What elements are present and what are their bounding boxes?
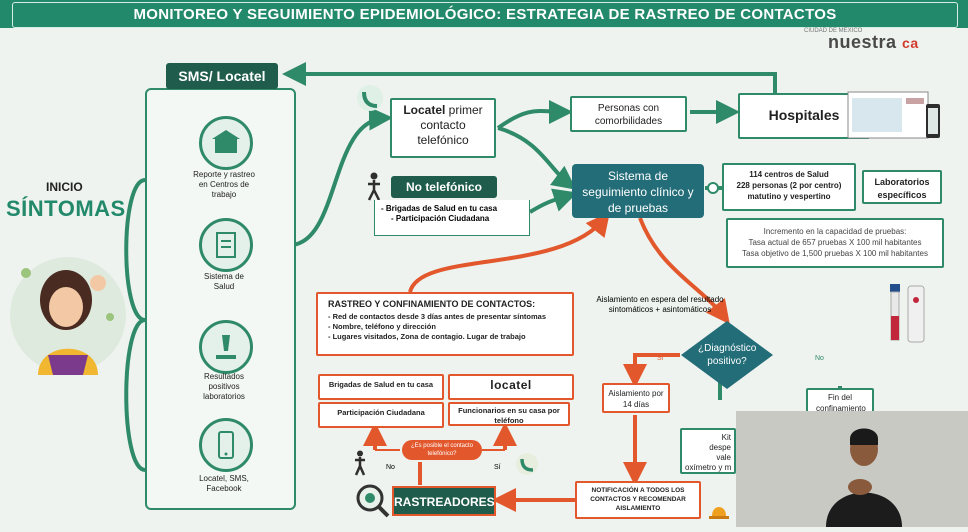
kit-line: despe [709,443,731,452]
walking-person-icon [350,450,370,476]
centros-line: matutino y vespertino [747,192,831,201]
left-item-label: Sistema de Salud [203,272,245,291]
page-title: MONITOREO Y SEGUIMIENTO EPIDEMIOLÓGICO: … [12,2,958,28]
personas-comorbilidades-box: Personas con comorbilidades [570,96,687,132]
left-item-label: Resultados positivos laboratorios [203,372,245,401]
participacion-item: - Participación Ciudadana [391,214,490,223]
notificacion-box: NOTIFICACIÓN A TODOS LOS CONTACTOS Y REC… [575,481,701,519]
left-item-label: Locatel, SMS, Facebook [199,474,249,493]
title-banner: MONITOREO Y SEGUIMIENTO EPIDEMIOLÓGICO: … [0,0,968,28]
phone-ringing-icon [514,452,540,476]
alert-light-icon [706,496,732,520]
diagnostico-label: ¿Diagnóstico positivo? [698,343,757,367]
brand-logo: nuestra ca [828,32,919,52]
aislamiento-espera-line: Aislamiento en espera del resultado [596,295,724,304]
building-icon [199,116,253,170]
capacidad-pruebas-box: Incremento en la capacidad de pruebas: T… [726,218,944,268]
capacidad-line: Tasa actual de 657 pruebas X 100 mil hab… [748,238,922,247]
si-option-label: Sí [494,464,501,471]
capacidad-line: Incremento en la capacidad de pruebas: [763,227,907,236]
fin-confinamiento-box: Fin del confinamiento [806,388,874,414]
no-label: No [815,355,824,362]
brigadas-casa-box: Brigadas de Salud en tu casa [318,374,444,400]
kit-line: Kit [721,433,731,442]
rastreo-confinamiento-box: RASTREO Y CONFINAMIENTO DE CONTACTOS: - … [316,292,574,356]
rastreo-item: - Nombre, teléfono y dirección [328,322,436,331]
locatel-logo-box: locatel [448,374,574,400]
brigadas-list-box: - Brigadas de Salud en tu casa - Partici… [374,200,530,236]
centros-salud-box: 114 centros de Salud 228 personas (2 por… [722,163,856,211]
sign-language-interpreter [820,425,908,527]
sick-person-illustration [8,245,128,375]
sms-locatel-box: SMS/ Locatel [166,63,278,89]
capacidad-line: Tasa objetivo de 1,500 pruebas X 100 mil… [742,249,928,258]
kit-box: Kit despe vale oxímetro y m [680,428,736,474]
no-option-label: No [386,464,395,471]
brigadas-item: - Brigadas de Salud en tu casa [381,204,498,213]
microscope-icon [199,320,253,374]
diagnostico-diamond [680,320,774,390]
aislamiento-espera-line: sintomáticos + asintomáticos [608,305,712,314]
si-label: Si [657,355,664,362]
participacion-ciudadana-box: Participación Ciudadana [318,402,444,428]
phone-ringing-icon [355,84,385,112]
rastreo-item: - Red de contactos desde 3 días antes de… [328,312,546,321]
aislamiento-espera-text: Aislamiento en espera del resultado sint… [588,295,732,315]
hospital-dashboard-image [846,90,942,142]
centros-line: 228 personas (2 por centro) [736,181,842,190]
laboratorios-box: Laboratorios específicos [862,170,942,204]
centros-line: 114 centros de Salud [749,170,829,179]
rastreo-item: - Lugares visitados, Zona de contagio. L… [328,332,526,341]
walking-person-icon [362,172,386,202]
left-item-label: Reporte y rastreo en Centros de trabajo [193,170,255,199]
es-posible-contacto-pill: ¿Es posible el contacto telefónico? [402,440,482,460]
kit-line: vale [716,453,731,462]
aislamiento-14-box: Aislamiento por 14 días [602,383,670,413]
test-tubes-image [884,282,934,352]
rastreadores-box: RASTREADORES [392,486,496,516]
phone-icon [199,418,253,472]
inicio-label: INICIO [46,180,83,194]
virus-magnifier-icon [352,480,392,520]
no-telefonico-box: No telefónico [391,176,497,198]
sistema-seguimiento-box: Sistema de seguimiento clínico y de prue… [572,164,704,218]
rastreo-title: RASTREO Y CONFINAMIENTO DE CONTACTOS: [328,299,536,309]
clipboard-icon [199,218,253,272]
locatel-primer-contacto-box: Locatel primer contacto telefónico [390,98,496,158]
brand-subtitle: CIUDAD DE MÉXICO [804,28,863,34]
kit-line: oxímetro y m [685,463,732,472]
sintomas-title: SÍNTOMAS [6,196,126,221]
funcionarios-box: Funcionarios en su casa por teléfono [448,402,570,426]
